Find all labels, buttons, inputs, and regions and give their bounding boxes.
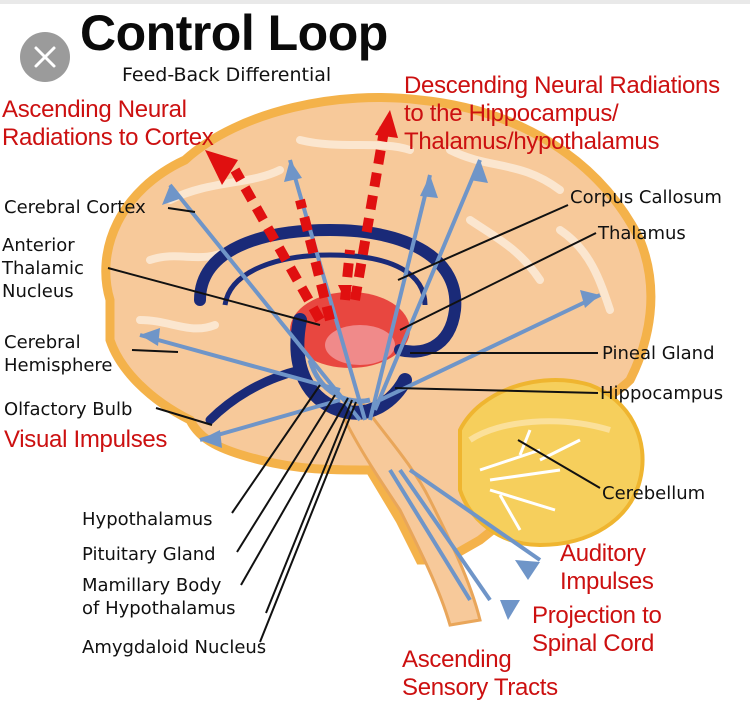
label-cerebral-hemisphere: Cerebral Hemisphere: [4, 332, 113, 376]
ascending-pathways: [139, 159, 601, 602]
label-cerebral-cortex: Cerebral Cortex: [4, 197, 146, 218]
close-button[interactable]: [20, 32, 70, 82]
arbor-vitae: [479, 429, 581, 531]
label-hypothalamus: Hypothalamus: [82, 509, 213, 530]
label-olfactory-bulb: Olfactory Bulb: [4, 399, 133, 420]
top-bar: [0, 0, 750, 4]
hippocampus-blue: [290, 313, 412, 420]
page-title: Control Loop: [80, 5, 388, 61]
brainstem: [343, 397, 482, 627]
label-descending-neural: Descending Neural Radiations to the Hipp…: [404, 72, 720, 155]
leader-lines: [107, 204, 601, 643]
label-ascending-sensory: Ascending Sensory Tracts: [402, 646, 558, 701]
label-anterior-thalamic: Anterior Thalamic Nucleus: [2, 235, 84, 302]
label-amygdaloid: Amygdaloid Nucleus: [82, 637, 267, 658]
label-mamillary-body: Mamillary Body of Hypothalamus: [82, 575, 236, 619]
label-cerebellum: Cerebellum: [602, 483, 706, 504]
gyri-lines: [136, 136, 614, 333]
label-pineal-gland: Pineal Gland: [602, 343, 715, 364]
label-thalamus: Thalamus: [598, 223, 686, 244]
label-pituitary-gland: Pituitary Gland: [82, 544, 216, 565]
red-arrowheads: [205, 110, 398, 300]
label-corpus-callosum: Corpus Callosum: [570, 187, 722, 208]
label-hippocampus: Hippocampus: [600, 383, 724, 404]
label-ascending-neural: Ascending Neural Radiations to Cortex: [2, 96, 214, 151]
pathway-arrowheads: [140, 160, 600, 448]
close-icon: [34, 46, 56, 68]
label-projection-spinal: Projection to Spinal Cord: [532, 602, 662, 657]
label-visual-impulses: Visual Impulses: [4, 426, 168, 453]
fornix-loop: [194, 223, 462, 358]
bottom-arrowheads: [500, 560, 540, 620]
page-subtitle: Feed-Back Differential: [122, 64, 332, 86]
label-auditory-impulses: Auditory Impulses: [560, 540, 654, 595]
